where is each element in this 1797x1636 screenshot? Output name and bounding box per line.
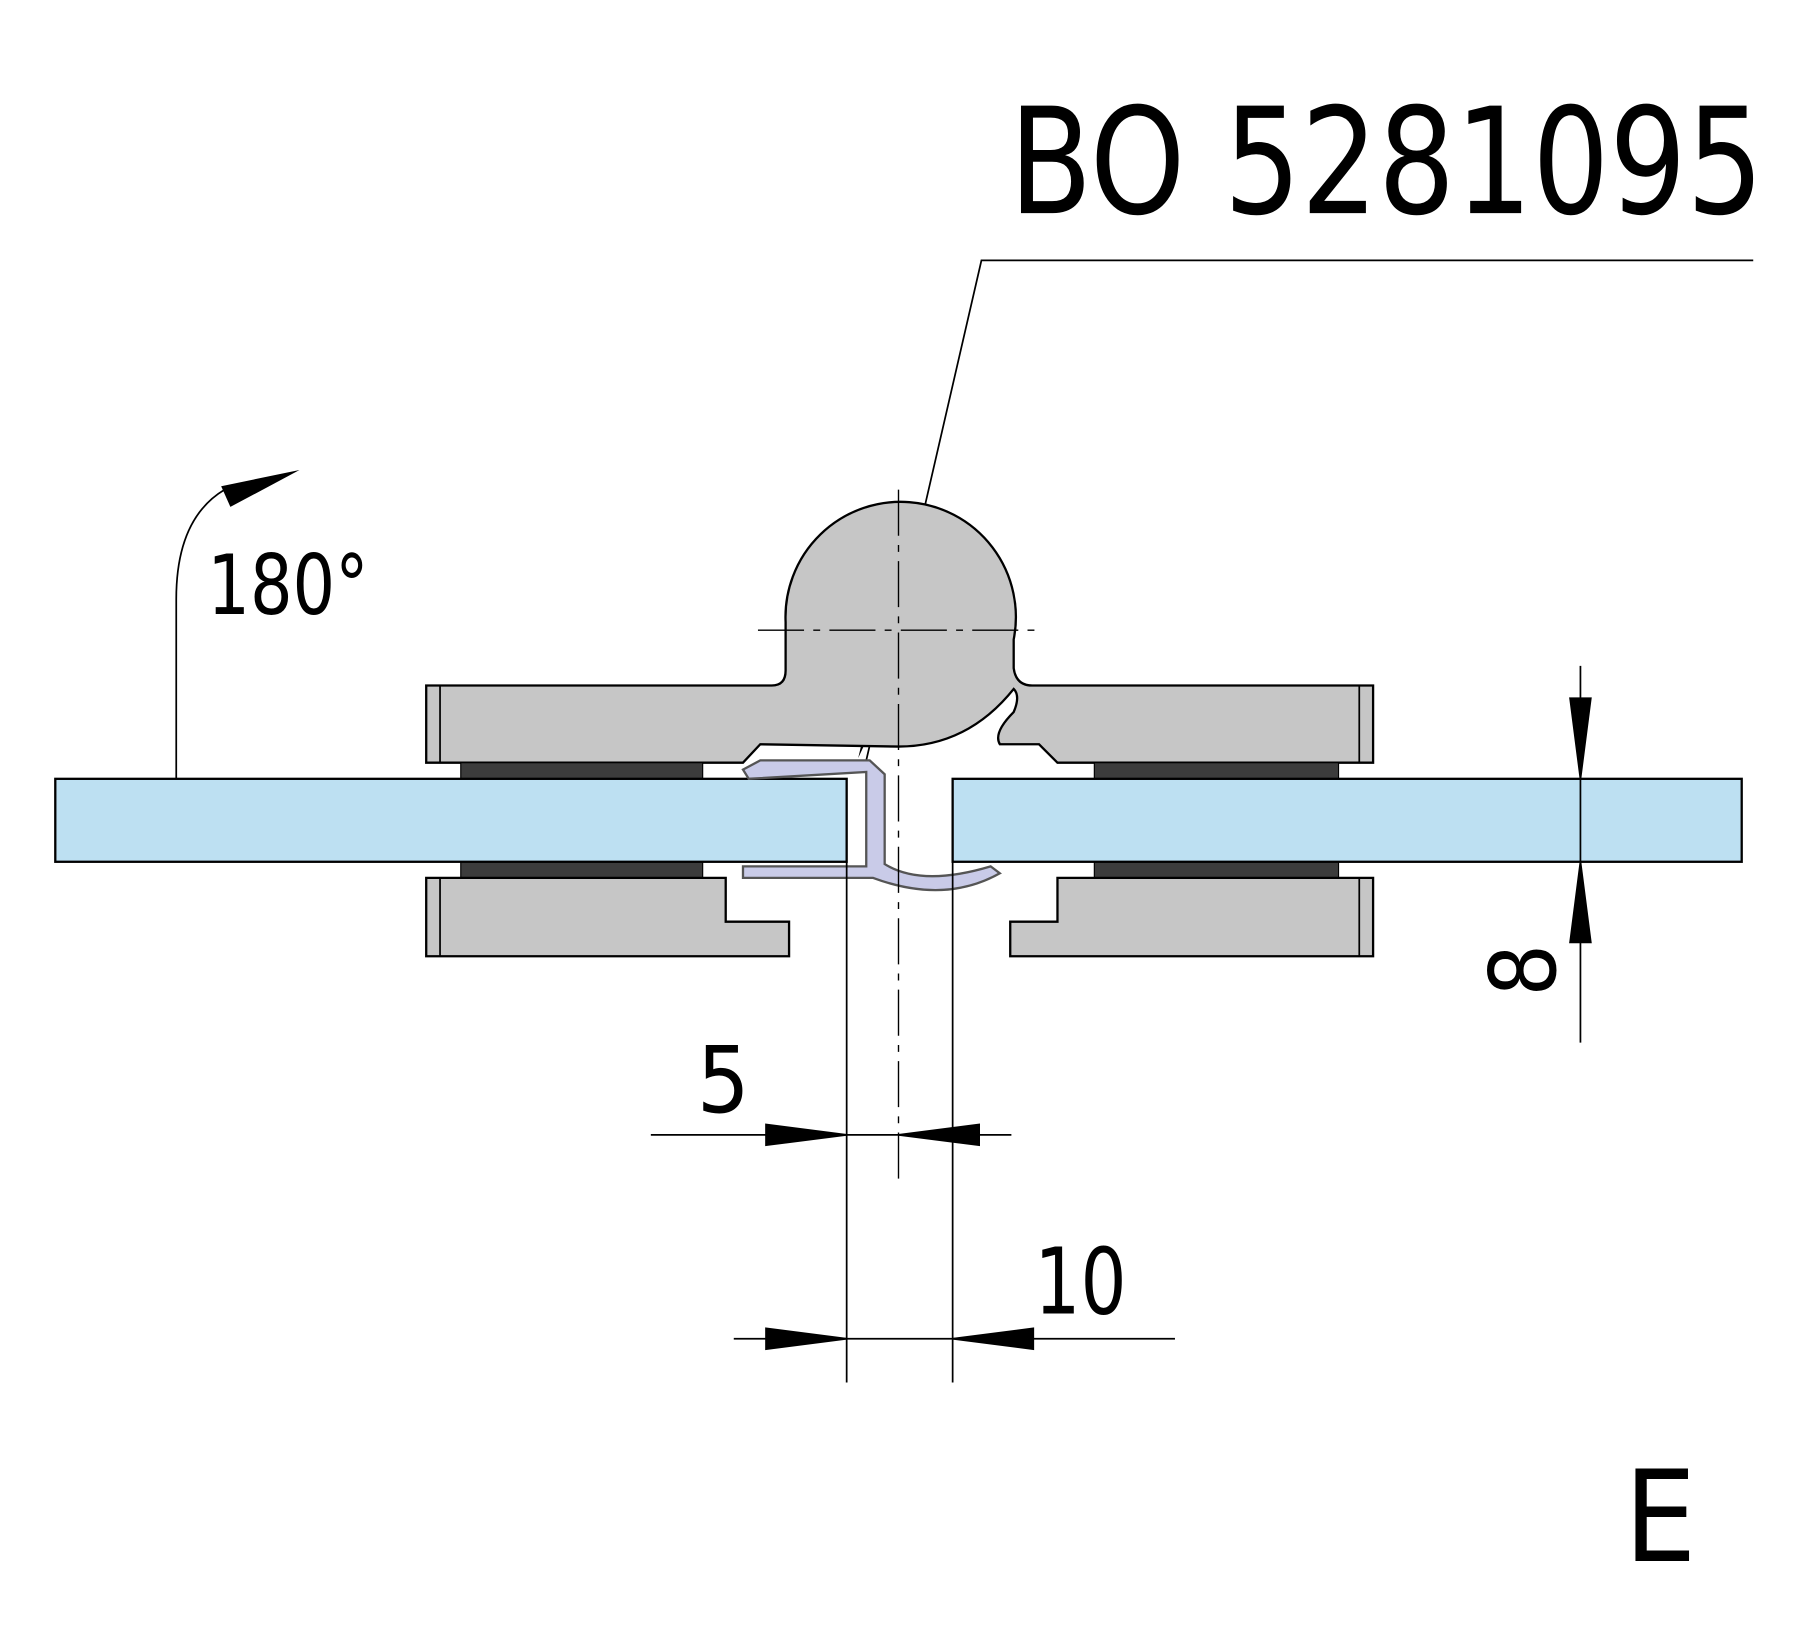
angle-label: 180° — [207, 537, 368, 634]
dimension-8-label: 8 — [1469, 944, 1577, 997]
seal-profile — [741, 759, 1002, 892]
center-lines — [757, 489, 1040, 1181]
hinge-lower-plate-right — [1009, 876, 1375, 958]
glass-panel-right — [951, 777, 1743, 863]
part-number-label: BO 5281095 — [1009, 76, 1764, 248]
dimension-arrowhead — [1569, 697, 1592, 779]
gasket — [1093, 762, 1340, 780]
dimension-10-label: 10 — [1034, 1227, 1126, 1335]
dimension-arrowhead — [952, 1327, 1035, 1351]
gasket — [1093, 861, 1340, 879]
dimension-arrowhead — [765, 1123, 847, 1147]
dimension-arrowhead — [898, 1123, 980, 1147]
hinge-lower-plate-left — [425, 876, 791, 958]
dimension-5-label: 5 — [697, 1026, 750, 1134]
hinge-upper-plate — [425, 500, 1375, 764]
gasket — [460, 861, 704, 879]
dimension-10 — [733, 1327, 1175, 1351]
view-label: E — [1624, 1443, 1696, 1591]
gasket — [460, 762, 704, 780]
glass-panel-left — [54, 777, 848, 863]
dimension-arrowhead — [765, 1327, 847, 1351]
dimension-arrowhead — [1569, 861, 1592, 944]
rotation-arrow — [175, 488, 226, 779]
dimension-5 — [650, 861, 1012, 1383]
rotation-arrowhead — [221, 470, 300, 507]
dimension-8 — [1569, 665, 1592, 1043]
